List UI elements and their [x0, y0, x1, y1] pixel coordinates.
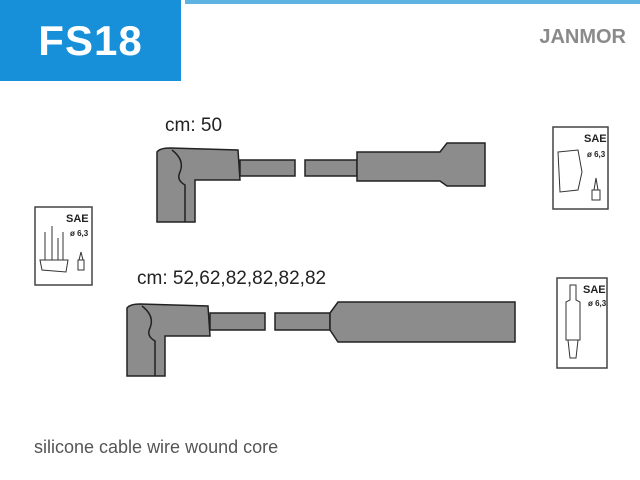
cable-2-connector [329, 301, 516, 343]
cable-1 [156, 142, 486, 223]
brand-name: JANMOR [539, 26, 626, 48]
part-number-badge: FS18 [0, 0, 181, 81]
cable-1-wire [239, 159, 296, 177]
cable-1-connector [356, 142, 486, 187]
svg-text:ø 6,3: ø 6,3 [588, 299, 607, 308]
cable-description: silicone cable wire wound core [34, 437, 279, 457]
svg-text:ø 6,3: ø 6,3 [70, 229, 89, 238]
cable-1-length: cm: 50 [165, 115, 223, 136]
cable-2 [126, 301, 516, 377]
svg-text:ø 6,3: ø 6,3 [587, 150, 606, 159]
cable-2-length: cm: 52,62,82,82,82,82 [137, 268, 327, 289]
spark-plug-icon: SAE ø 6,3 [556, 277, 608, 369]
distributor-cap-icon-right: SAE ø 6,3 [552, 126, 609, 210]
cable-2-wire [209, 312, 266, 331]
svg-text:SAE: SAE [584, 133, 607, 145]
svg-text:SAE: SAE [583, 284, 606, 296]
cable-1-boot [156, 147, 241, 223]
distributor-cap-icon-left: SAE ø 6,3 [34, 206, 93, 286]
cable-2-boot [126, 303, 211, 377]
header-divider [185, 0, 640, 4]
svg-text:SAE: SAE [66, 213, 89, 225]
